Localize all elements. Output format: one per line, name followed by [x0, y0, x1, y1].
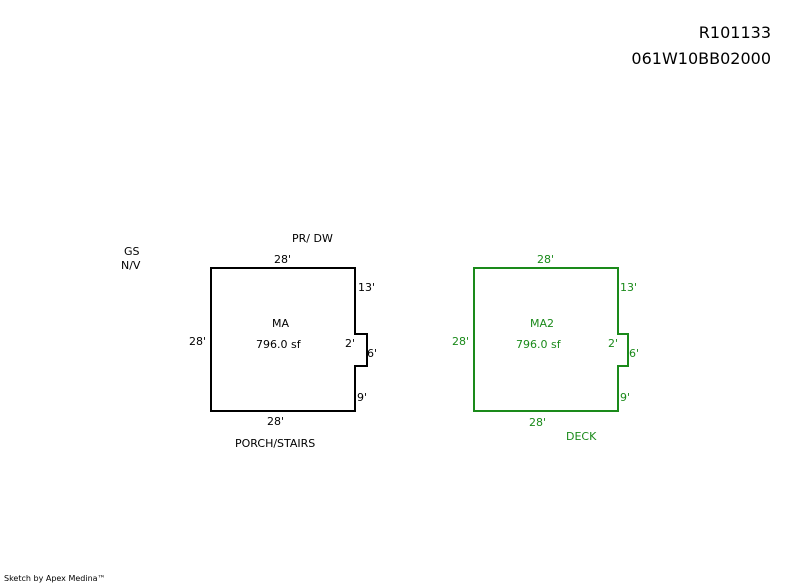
ma2-right-lower-dim: 9': [620, 391, 631, 404]
ma2-right-upper-dim: 13': [620, 281, 638, 294]
ma-right-lower-dim: 9': [357, 391, 368, 404]
note-nv: N/V: [121, 259, 141, 272]
main-area-2-outline: [473, 267, 629, 412]
note-deck: DECK: [566, 430, 597, 443]
sketch-credit: Sketch by Apex Medina™: [4, 574, 106, 583]
ma-left-dim: 28': [189, 335, 207, 348]
parcel-id: 061W10BB02000: [631, 49, 771, 68]
ma-area: 796.0 sf: [256, 338, 301, 351]
ma-jog-depth-dim: 2': [345, 337, 356, 350]
ma2-top-dim: 28': [537, 253, 555, 266]
ma2-jog-depth-dim: 2': [608, 337, 619, 350]
record-id: R101133: [698, 23, 771, 42]
main-area-outline: [210, 267, 368, 412]
ma-name: MA: [272, 317, 290, 330]
ma-right-upper-dim: 13': [358, 281, 376, 294]
ma2-jog-height-dim: 6': [629, 347, 640, 360]
ma-jog-height-dim: 6': [367, 347, 378, 360]
note-gs: GS: [124, 245, 140, 258]
note-porch-stairs: PORCH/STAIRS: [235, 437, 316, 450]
ma2-left-dim: 28': [452, 335, 470, 348]
ma-bottom-dim: 28': [267, 415, 285, 428]
ma2-area: 796.0 sf: [516, 338, 561, 351]
ma2-bottom-dim: 28': [529, 416, 547, 429]
ma2-name: MA2: [530, 317, 555, 330]
ma-top-dim: 28': [274, 253, 292, 266]
note-pr-dw: PR/ DW: [292, 232, 333, 245]
